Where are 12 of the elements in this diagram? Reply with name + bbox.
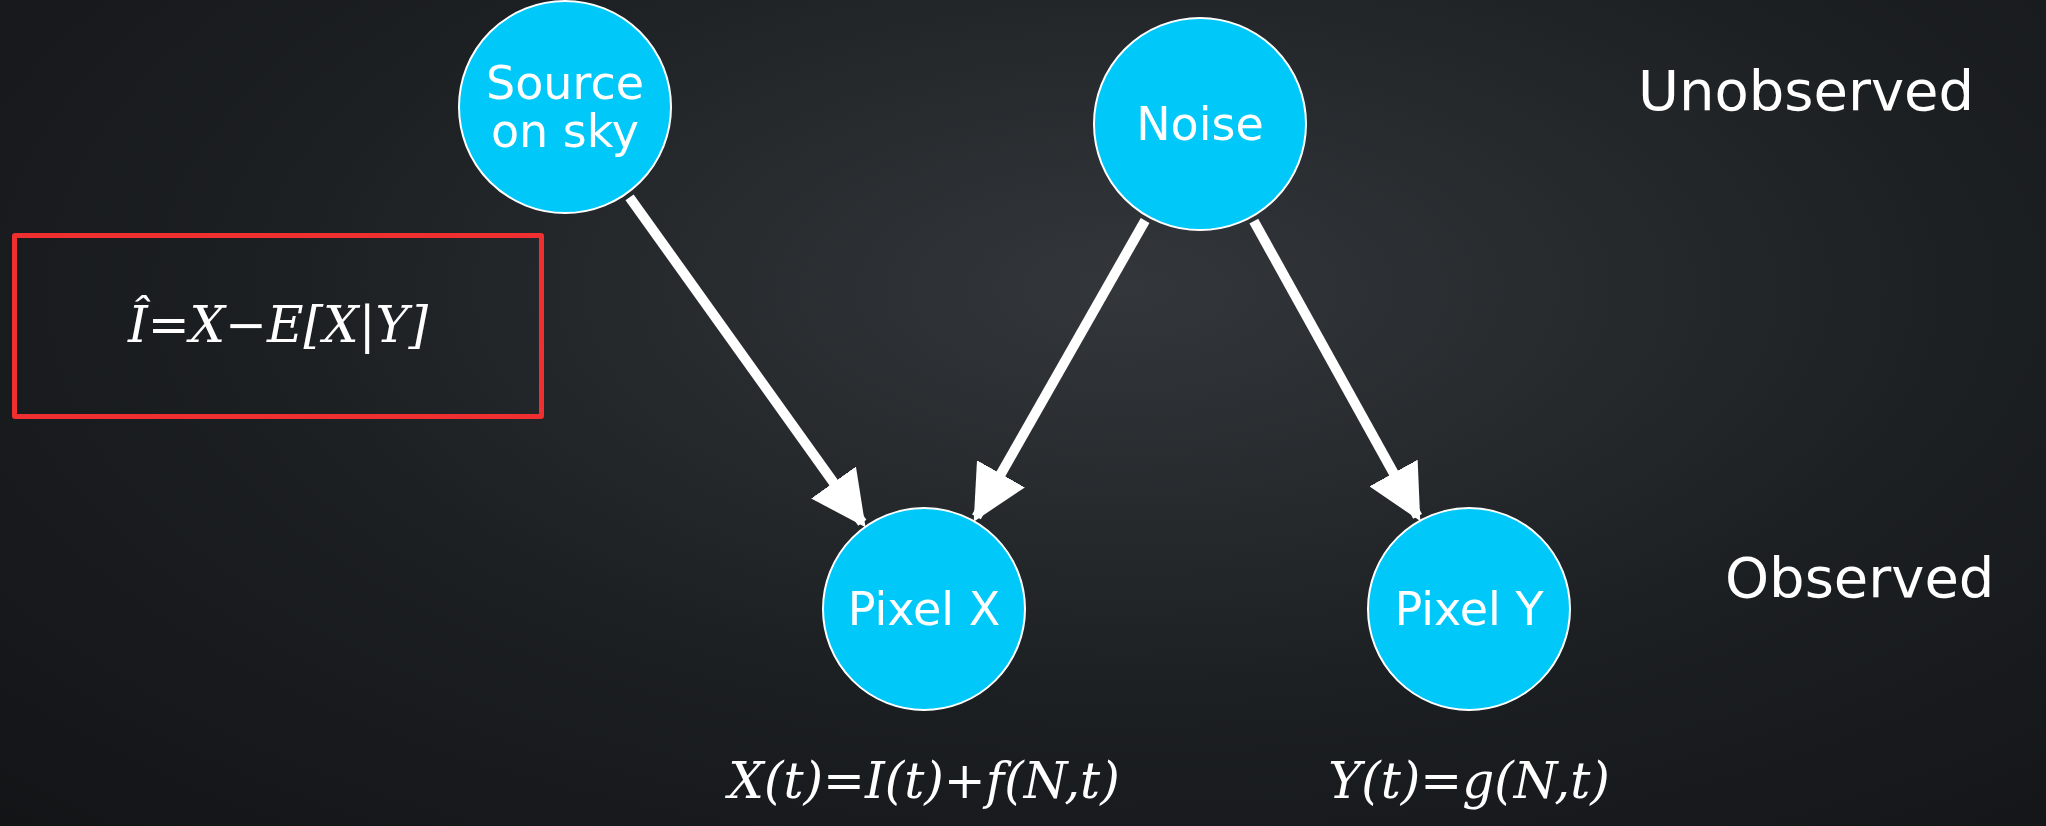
node-label: Pixel Y (1394, 584, 1544, 634)
formula-box (12, 233, 544, 419)
node-label: Source on sky (485, 58, 645, 156)
arrow (972, 218, 1150, 522)
arrow (625, 194, 867, 528)
node-label: Noise (1136, 99, 1264, 149)
level-label: Unobserved (1638, 58, 1975, 123)
arrow (1249, 218, 1422, 522)
formula: Î=X−E[X|Y] (127, 297, 429, 355)
node-label: Pixel X (847, 584, 1001, 634)
level-label: Observed (1725, 545, 1995, 610)
formula: Y(t)=g(N,t) (1328, 753, 1610, 811)
